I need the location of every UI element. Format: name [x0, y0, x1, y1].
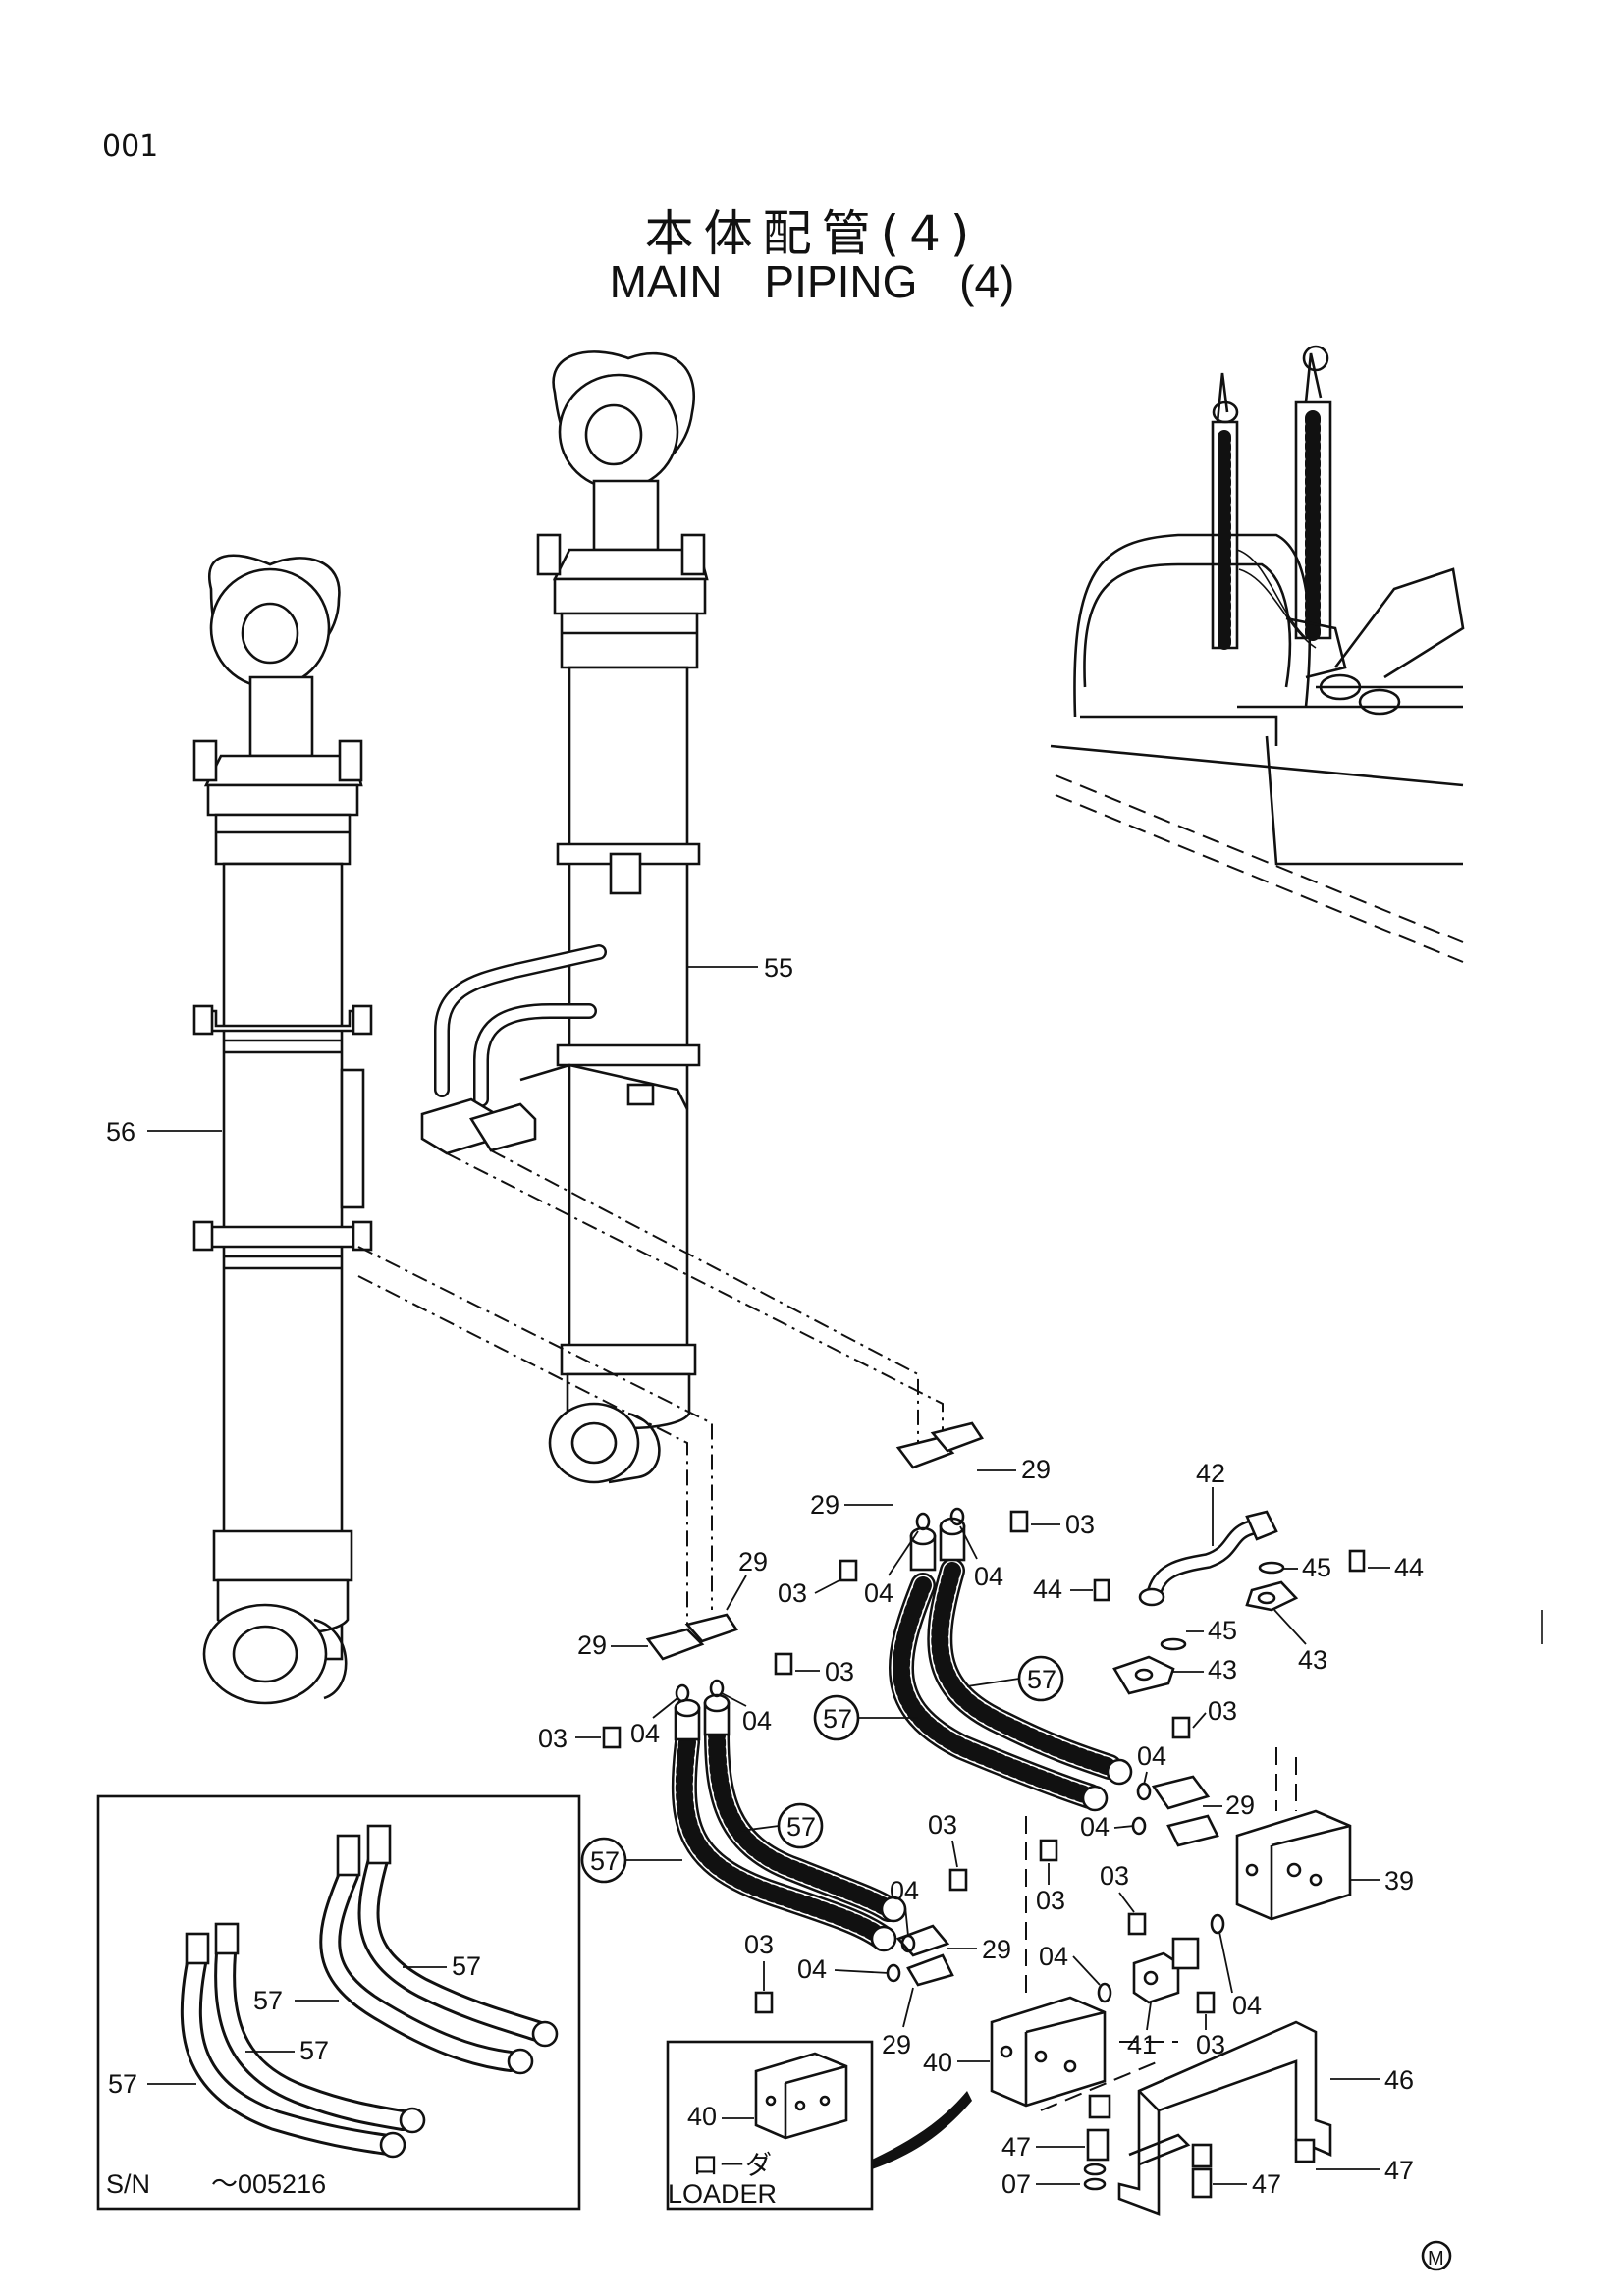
serial-number-value: ～005216	[211, 2169, 326, 2199]
bolts-03	[602, 1510, 1216, 2014]
part-04-h: 04	[797, 1954, 827, 1984]
part-44-b: 44	[1033, 1575, 1062, 1604]
part-04-c: 04	[630, 1719, 660, 1748]
loader-caption-english: LOADER	[668, 2179, 777, 2209]
hydraulic-cylinder-56	[192, 554, 373, 1705]
inset-serial-hoses: S/N ～005216 57 57 57 57	[96, 1794, 581, 2211]
part-03-j: 03	[1196, 2030, 1225, 2059]
inset-loader: 40 ローダ LOADER	[666, 2040, 972, 2211]
part-55: 55	[764, 953, 793, 983]
part-29-mid-left: 29	[577, 1630, 607, 1660]
part-03-e: 03	[1208, 1696, 1237, 1726]
part-42: 42	[1196, 1459, 1225, 1488]
fitting-41	[1132, 1937, 1200, 2004]
inset-part-57-d: 57	[452, 1951, 481, 1981]
part-44-a: 44	[1394, 1553, 1424, 1582]
hydraulic-cylinder-55	[536, 350, 709, 1484]
serial-number-label: S/N	[106, 2169, 150, 2199]
part-46: 46	[1384, 2065, 1414, 2095]
mark-letter: M	[1428, 2248, 1444, 2269]
part-29-lower: 29	[882, 2030, 911, 2059]
callout-labels: 55 56 42 29 29 29 29 29 29 29 03 03 03	[106, 953, 1424, 2199]
page-title-english: MAIN PIPING (4)	[609, 256, 1015, 307]
part-03-a: 03	[1065, 1510, 1095, 1539]
hose-assembly-57-left	[671, 1693, 907, 1952]
valve-block-39	[1235, 1809, 1352, 1921]
hose-assembly-57-right	[889, 1517, 1133, 1812]
part-57-circled-c: 57	[786, 1812, 816, 1842]
part-43-b: 43	[1208, 1655, 1237, 1684]
o-rings	[675, 1507, 1285, 2003]
part-04-d: 04	[742, 1706, 772, 1735]
excavator-location-view	[1050, 345, 1465, 963]
manufacturer-mark: M	[1421, 2240, 1452, 2271]
bracket-46	[1083, 2020, 1332, 2216]
valve-block-40	[990, 1996, 1107, 2108]
part-39: 39	[1384, 1866, 1414, 1896]
part-03-d: 03	[538, 1724, 568, 1753]
part-29-upper-left: 29	[810, 1490, 839, 1520]
page-number: 001	[102, 130, 159, 164]
page-title-japanese: 本体配管(4)	[644, 205, 980, 262]
part-04-b: 04	[974, 1562, 1003, 1591]
part-03-g: 03	[928, 1810, 957, 1840]
inset-part-57-c: 57	[299, 2036, 329, 2065]
part-57-circled-d: 57	[590, 1846, 620, 1876]
inset-part-57-a: 57	[108, 2069, 137, 2099]
part-03-i: 03	[1100, 1861, 1129, 1891]
part-45-b: 45	[1208, 1616, 1237, 1645]
inset-part-57-b: 57	[253, 1986, 283, 2015]
part-29-right: 29	[1225, 1790, 1255, 1820]
split-flanges-29	[645, 1421, 1219, 1987]
part-57-circled-a: 57	[1027, 1665, 1056, 1694]
part-57-circled-b: 57	[823, 1704, 852, 1734]
part-41: 41	[1127, 2030, 1157, 2059]
part-03-b: 03	[778, 1578, 807, 1608]
loader-part-label: 40	[687, 2102, 717, 2131]
part-03-f: 03	[1036, 1886, 1065, 1915]
part-47-c: 47	[1384, 2156, 1414, 2185]
pipe-bracket-assembly	[420, 944, 689, 1155]
part-04-g: 04	[890, 1876, 919, 1905]
part-03-c: 03	[825, 1657, 854, 1686]
part-43-a: 43	[1298, 1645, 1327, 1675]
part-04-j: 04	[1232, 1991, 1262, 2020]
part-40: 40	[923, 2048, 952, 2077]
part-04-a: 04	[864, 1578, 893, 1608]
part-47-a: 47	[1001, 2132, 1031, 2162]
part-04-i: 04	[1039, 1942, 1068, 1971]
part-47-b: 47	[1252, 2169, 1281, 2199]
loader-caption-japanese: ローダ	[692, 2151, 772, 2180]
part-56: 56	[106, 1117, 135, 1147]
part-45-a: 45	[1302, 1553, 1331, 1582]
part-04-f: 04	[1080, 1812, 1110, 1842]
part-03-h: 03	[744, 1930, 774, 1959]
part-04-e: 04	[1137, 1741, 1166, 1771]
pipe-42-assembly	[1093, 1510, 1366, 1695]
part-29-lower-right: 29	[982, 1935, 1011, 1964]
part-07: 07	[1001, 2169, 1031, 2199]
part-29-mid-right: 29	[738, 1547, 768, 1576]
part-29-upper-right: 29	[1021, 1455, 1051, 1484]
